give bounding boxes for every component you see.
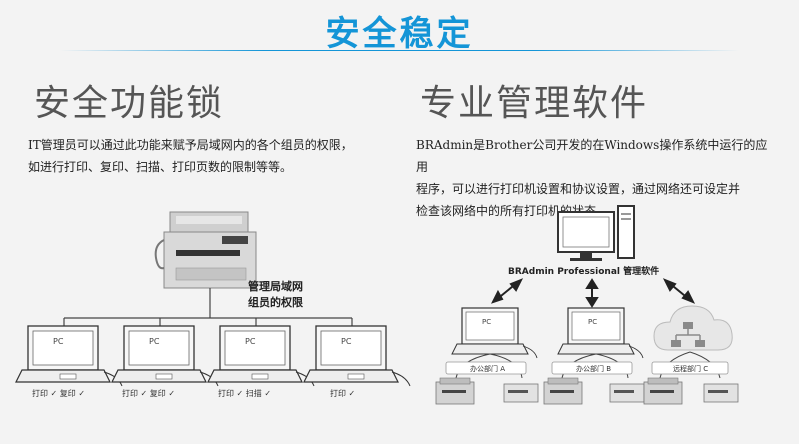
left-laptop-1-permissions: 打印 ✓ 复印 ✓ bbox=[32, 388, 85, 398]
software-label: BRAdmin Professional 管理软件 bbox=[508, 265, 659, 277]
left-laptop-3: PC 打印 ✓ 扫描 ✓ bbox=[207, 325, 315, 398]
left-laptop-1-screen-label: PC bbox=[53, 337, 64, 346]
printer-icon bbox=[609, 383, 645, 403]
left-laptop-2-permissions: 打印 ✓ 复印 ✓ bbox=[122, 388, 175, 398]
department-c-label: 远程部门 C bbox=[673, 364, 708, 373]
right-section-title: 专业管理软件 bbox=[420, 83, 649, 124]
left-laptop-4-screen-label: PC bbox=[341, 337, 352, 346]
right-desc-line-1: BRAdmin是Brother公司开发的在Windows操作系统中运行的应用 bbox=[416, 138, 768, 174]
cloud-network-icon bbox=[653, 305, 733, 351]
right-description: BRAdmin是Brother公司开发的在Windows操作系统中运行的应用 程… bbox=[416, 134, 776, 222]
department-a-label: 办公部门 A bbox=[470, 364, 505, 373]
department-c: 远程部门 C bbox=[651, 361, 729, 375]
department-b-label: 办公部门 B bbox=[576, 364, 611, 373]
left-laptop-4: PC 打印 ✓ bbox=[303, 325, 411, 398]
left-laptop-1: PC 打印 ✓ 复印 ✓ bbox=[15, 325, 123, 398]
left-laptop-2: PC 打印 ✓ 复印 ✓ bbox=[111, 325, 219, 398]
left-laptop-2-screen-label: PC bbox=[149, 337, 160, 346]
right-laptop-2-screen-label: PC bbox=[588, 318, 597, 326]
printer-icon bbox=[703, 383, 739, 403]
left-desc-line-1: IT管理员可以通过此功能来赋予局域网内的各个组员的权限， bbox=[28, 138, 353, 152]
banner-divider bbox=[60, 50, 739, 51]
mfp-printer-icon bbox=[154, 211, 257, 289]
network-label-line-1: 管理局域网 bbox=[248, 279, 303, 293]
right-laptop-1: PC bbox=[451, 307, 538, 359]
left-laptop-3-screen-label: PC bbox=[245, 337, 256, 346]
banner-title: 安全稳定 bbox=[325, 14, 474, 54]
right-desc-line-2: 程序，可以进行打印机设置和协议设置，通过网络还可设定并 bbox=[416, 182, 741, 196]
printer-icon bbox=[503, 383, 539, 403]
left-network-lines bbox=[63, 288, 353, 326]
left-laptop-4-permissions: 打印 ✓ bbox=[330, 388, 355, 398]
left-laptop-3-permissions: 打印 ✓ 扫描 ✓ bbox=[218, 388, 271, 398]
printer-icon bbox=[643, 377, 683, 405]
left-section-title: 安全功能锁 bbox=[34, 83, 225, 124]
left-desc-line-2: 如进行打印、复印、扫描、打印页数的限制等等。 bbox=[28, 160, 293, 174]
department-a: 办公部门 A bbox=[445, 361, 527, 375]
network-label-line-2: 组员的权限 bbox=[248, 295, 303, 309]
right-laptop-1-screen-label: PC bbox=[482, 318, 491, 326]
right-laptop-2: PC bbox=[557, 307, 644, 359]
left-description: IT管理员可以通过此功能来赋予局域网内的各个组员的权限， 如进行打印、复印、扫描… bbox=[28, 134, 398, 178]
right-arrows bbox=[491, 278, 696, 308]
printer-icon bbox=[435, 377, 475, 405]
department-b: 办公部门 B bbox=[551, 361, 633, 375]
printer-icon bbox=[543, 377, 583, 405]
management-desktop-icon bbox=[557, 205, 635, 261]
